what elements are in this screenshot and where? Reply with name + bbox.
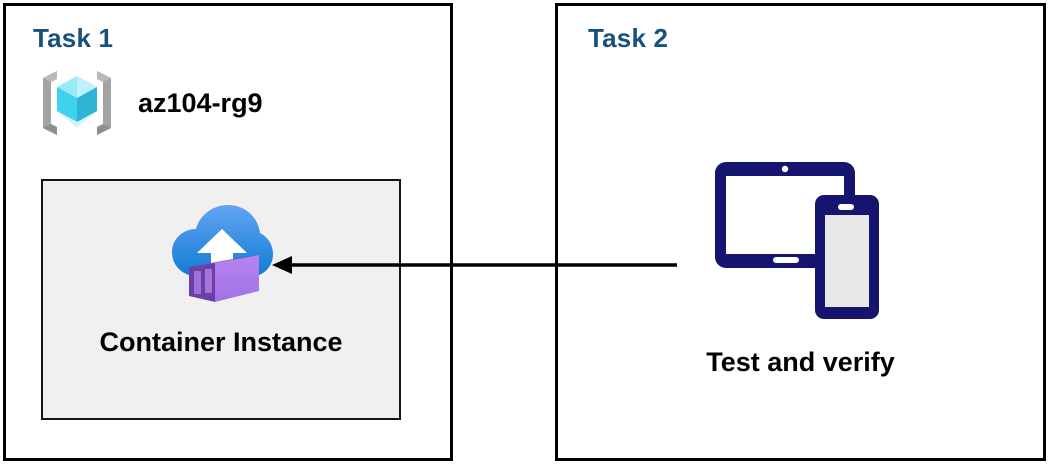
azure-resource-group-icon — [34, 66, 120, 140]
azure-container-instance-icon — [169, 203, 273, 305]
devices-tablet-phone-icon — [711, 154, 891, 329]
devices-block: Test and verify — [558, 154, 1043, 378]
task-1-panel: Task 1 az104 — [3, 3, 453, 461]
task-2-panel: Task 2 Test and verify — [555, 3, 1046, 461]
resource-group-row: az104-rg9 — [34, 66, 263, 140]
resource-group-name: az104-rg9 — [138, 87, 263, 118]
task-1-title: Task 1 — [33, 23, 114, 53]
container-instance-label: Container Instance — [99, 327, 343, 357]
container-instance-box: Container Instance — [41, 179, 401, 420]
test-and-verify-label: Test and verify — [706, 347, 895, 377]
task-2-title: Task 2 — [588, 23, 669, 53]
arrow-task2-to-container-instance — [272, 250, 677, 280]
